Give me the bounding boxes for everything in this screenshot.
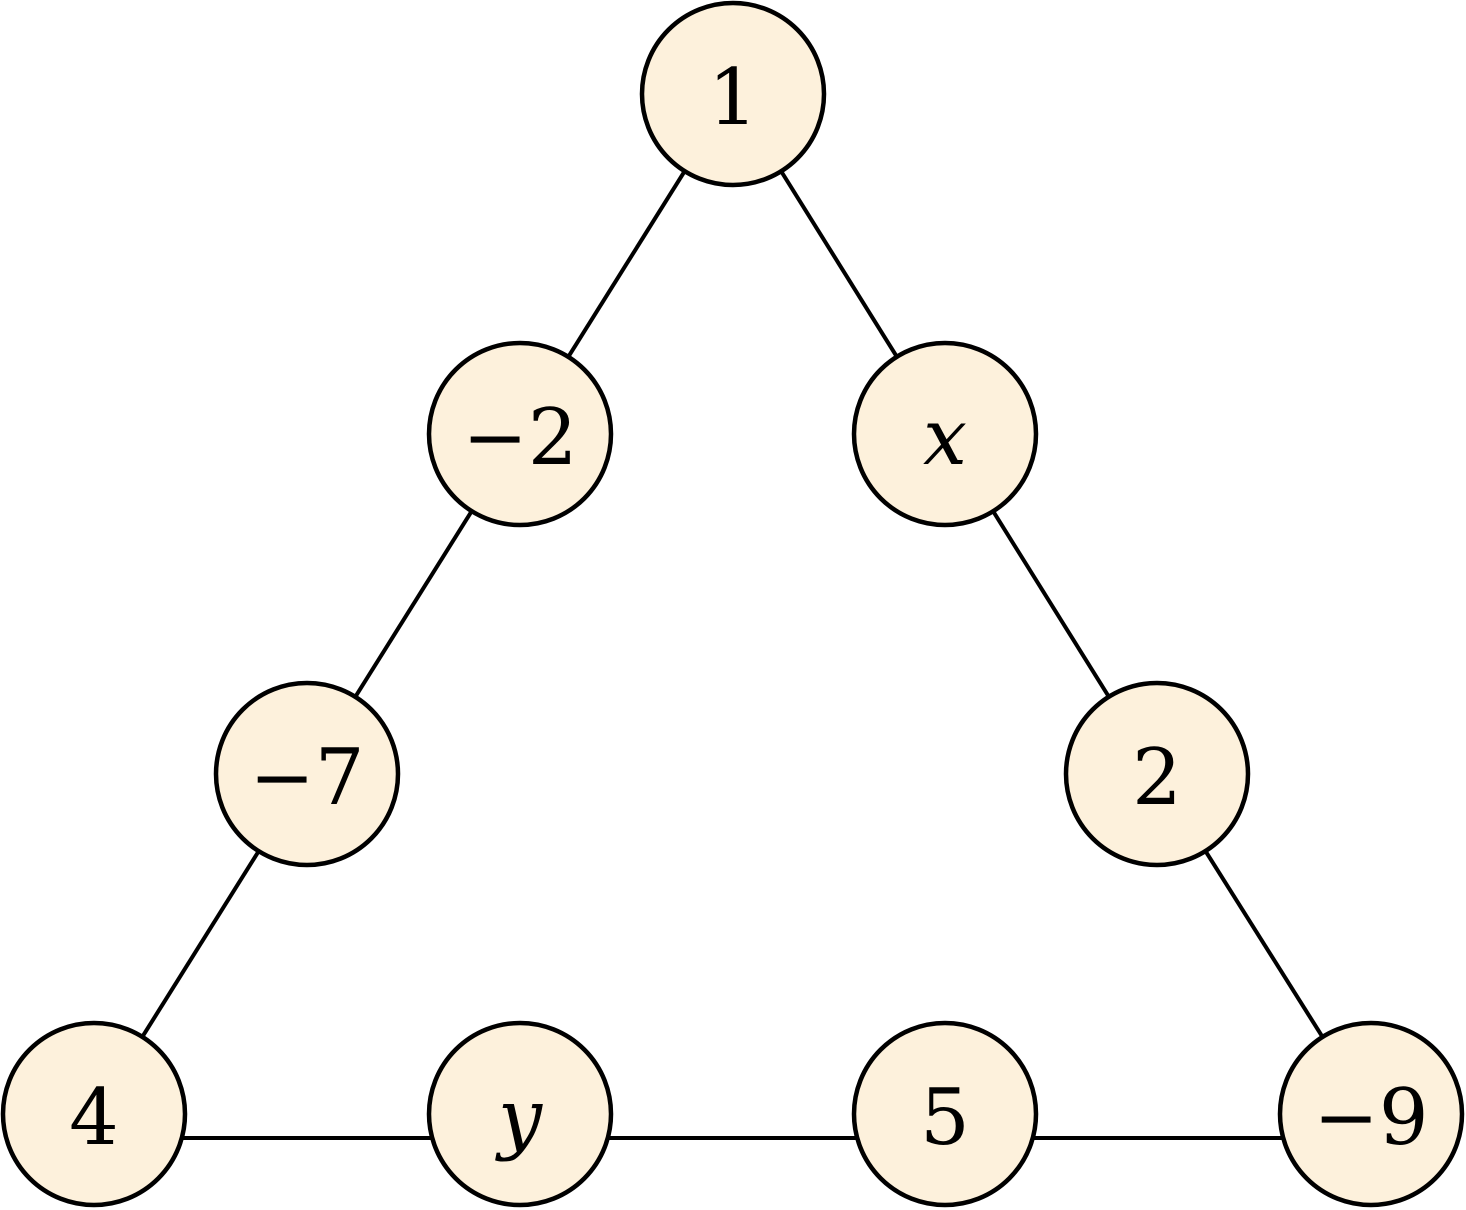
node-label: 1 [708, 53, 758, 143]
node-left-2: −2 [426, 340, 614, 528]
node-label: 5 [920, 1073, 970, 1163]
node-bottom-right: −9 [1277, 1020, 1465, 1208]
node-circle [851, 340, 1039, 528]
node-right-2: x [851, 340, 1039, 528]
node-circle [1063, 680, 1251, 868]
node-right-3: 2 [1063, 680, 1251, 868]
node-label: 4 [69, 1073, 119, 1163]
node-circle [426, 340, 614, 528]
node-circle [0, 1020, 188, 1208]
node-label: 2 [1132, 733, 1182, 823]
node-top: 1 [639, 0, 827, 188]
node-label: y [495, 1073, 543, 1163]
node-circle [426, 1020, 614, 1208]
node-circle [639, 0, 827, 188]
node-label: −7 [250, 733, 365, 823]
node-label: −9 [1314, 1073, 1429, 1163]
node-circle [213, 680, 401, 868]
node-label: x [923, 393, 967, 483]
edges [92, 92, 1373, 1140]
node-label: −2 [463, 393, 578, 483]
node-circle [851, 1020, 1039, 1208]
node-bottom-2: y [426, 1020, 614, 1208]
node-bottom-3: 5 [851, 1020, 1039, 1208]
node-circle [1277, 1020, 1465, 1208]
node-bottom-left: 4 [0, 1020, 188, 1208]
node-left-3: −7 [213, 680, 401, 868]
